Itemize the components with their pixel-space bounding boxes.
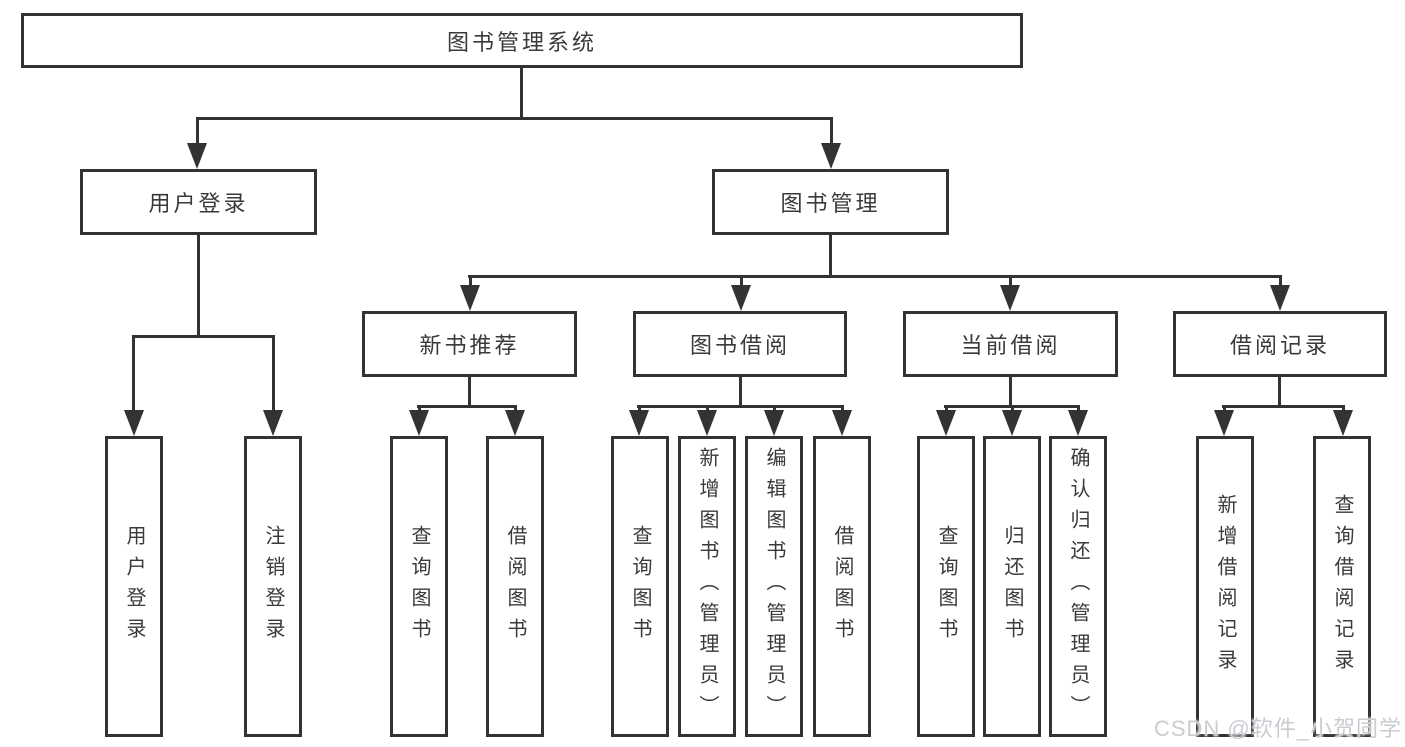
leaf-borrow-borrow-books: 借阅图书 bbox=[813, 436, 871, 737]
node-label: 图书借阅 bbox=[689, 333, 790, 358]
arrowhead-icon bbox=[697, 410, 717, 436]
connector-stem bbox=[1009, 374, 1012, 408]
connector-stem bbox=[1077, 405, 1080, 414]
node-label: 借阅记录 bbox=[1229, 333, 1330, 358]
connector-branch bbox=[132, 335, 274, 338]
node-book-management: 图书管理 bbox=[712, 169, 949, 235]
node-current-borrow: 当前借阅 bbox=[903, 311, 1118, 377]
connector-stem bbox=[829, 232, 832, 278]
node-label: 归还图书 bbox=[1001, 524, 1023, 649]
node-user-login: 用户登录 bbox=[80, 169, 317, 235]
connector-branch bbox=[1222, 405, 1345, 408]
node-label: 图书管理系统 bbox=[446, 29, 597, 55]
arrowhead-icon bbox=[731, 285, 751, 311]
connector-root-branch bbox=[196, 117, 833, 120]
node-label: 确认归还（管理员） bbox=[1067, 447, 1089, 726]
node-label: 新增图书（管理员） bbox=[696, 447, 718, 726]
connector-stem bbox=[196, 117, 199, 149]
node-label: 借阅图书 bbox=[831, 524, 853, 649]
node-label: 图书管理 bbox=[780, 191, 881, 216]
connector-stem bbox=[1011, 405, 1014, 414]
node-new-book-recommend: 新书推荐 bbox=[362, 311, 577, 377]
node-label: 查询借阅记录 bbox=[1331, 493, 1353, 680]
connector-stem bbox=[1342, 405, 1345, 414]
arrowhead-icon bbox=[460, 285, 480, 311]
connector-stem bbox=[638, 405, 641, 414]
leaf-user-login: 用户登录 bbox=[105, 436, 163, 737]
node-label: 查询图书 bbox=[935, 524, 957, 649]
leaf-records-query-borrow-record: 查询借阅记录 bbox=[1313, 436, 1371, 737]
node-label: 新增借阅记录 bbox=[1214, 493, 1236, 680]
arrowhead-icon bbox=[764, 410, 784, 436]
node-label: 编辑图书（管理员） bbox=[763, 447, 785, 726]
node-label: 用户登录 bbox=[148, 191, 249, 216]
connector-stem bbox=[1279, 275, 1282, 289]
node-label: 当前借阅 bbox=[960, 333, 1061, 358]
leaf-borrow-add-books-admin: 新增图书（管理员） bbox=[678, 436, 736, 737]
connector-stem bbox=[773, 405, 776, 414]
leaf-records-add-borrow-record: 新增借阅记录 bbox=[1196, 436, 1254, 737]
connector-stem bbox=[1278, 374, 1281, 408]
connector-stem bbox=[841, 405, 844, 414]
arrowhead-icon bbox=[1333, 410, 1353, 436]
connector-stem bbox=[1009, 275, 1012, 289]
leaf-recommend-query-books: 查询图书 bbox=[390, 436, 448, 737]
node-library-management-system: 图书管理系统 bbox=[21, 13, 1023, 68]
node-book-borrow: 图书借阅 bbox=[633, 311, 847, 377]
connector-stem bbox=[272, 335, 275, 415]
leaf-borrow-edit-books-admin: 编辑图书（管理员） bbox=[745, 436, 803, 737]
arrowhead-icon bbox=[1000, 285, 1020, 311]
arrowhead-icon bbox=[1068, 410, 1088, 436]
connector-stem bbox=[1223, 405, 1226, 414]
arrowhead-icon bbox=[409, 410, 429, 436]
arrowhead-icon bbox=[263, 410, 283, 436]
leaf-recommend-borrow-books: 借阅图书 bbox=[486, 436, 544, 737]
node-borrow-records: 借阅记录 bbox=[1173, 311, 1387, 377]
arrowhead-icon bbox=[187, 143, 207, 169]
leaf-current-confirm-return-admin: 确认归还（管理员） bbox=[1049, 436, 1107, 737]
connector-branch bbox=[417, 405, 517, 408]
connector-stem bbox=[739, 374, 742, 408]
connector-stem bbox=[469, 275, 472, 289]
node-label: 新书推荐 bbox=[419, 333, 520, 358]
leaf-borrow-query-books: 查询图书 bbox=[611, 436, 669, 737]
connector-stem bbox=[740, 275, 743, 289]
connector-stem bbox=[197, 232, 200, 338]
connector-stem bbox=[514, 405, 517, 414]
arrowhead-icon bbox=[1270, 285, 1290, 311]
node-label: 查询图书 bbox=[629, 524, 651, 649]
node-label: 注销登录 bbox=[262, 524, 284, 649]
node-label: 查询图书 bbox=[408, 524, 430, 649]
connector-stem bbox=[418, 405, 421, 414]
connector-stem bbox=[830, 117, 833, 149]
arrowhead-icon bbox=[832, 410, 852, 436]
connector-stem bbox=[706, 405, 709, 414]
connector-stem bbox=[132, 335, 135, 415]
arrowhead-icon bbox=[1214, 410, 1234, 436]
arrowhead-icon bbox=[124, 410, 144, 436]
arrowhead-icon bbox=[505, 410, 525, 436]
arrowhead-icon bbox=[821, 143, 841, 169]
csdn-watermark: CSDN @软件_小贺同学 bbox=[1153, 716, 1402, 741]
node-label: 借阅图书 bbox=[504, 524, 526, 649]
connector-branch bbox=[637, 405, 844, 408]
leaf-logout: 注销登录 bbox=[244, 436, 302, 737]
arrowhead-icon bbox=[936, 410, 956, 436]
connector-branch bbox=[468, 275, 1282, 278]
connector-root-stem bbox=[520, 68, 523, 120]
connector-stem bbox=[468, 374, 471, 408]
arrowhead-icon bbox=[629, 410, 649, 436]
connector-stem bbox=[945, 405, 948, 414]
node-label: 用户登录 bbox=[123, 524, 145, 649]
leaf-current-return-books: 归还图书 bbox=[983, 436, 1041, 737]
arrowhead-icon bbox=[1002, 410, 1022, 436]
leaf-current-query-books: 查询图书 bbox=[917, 436, 975, 737]
